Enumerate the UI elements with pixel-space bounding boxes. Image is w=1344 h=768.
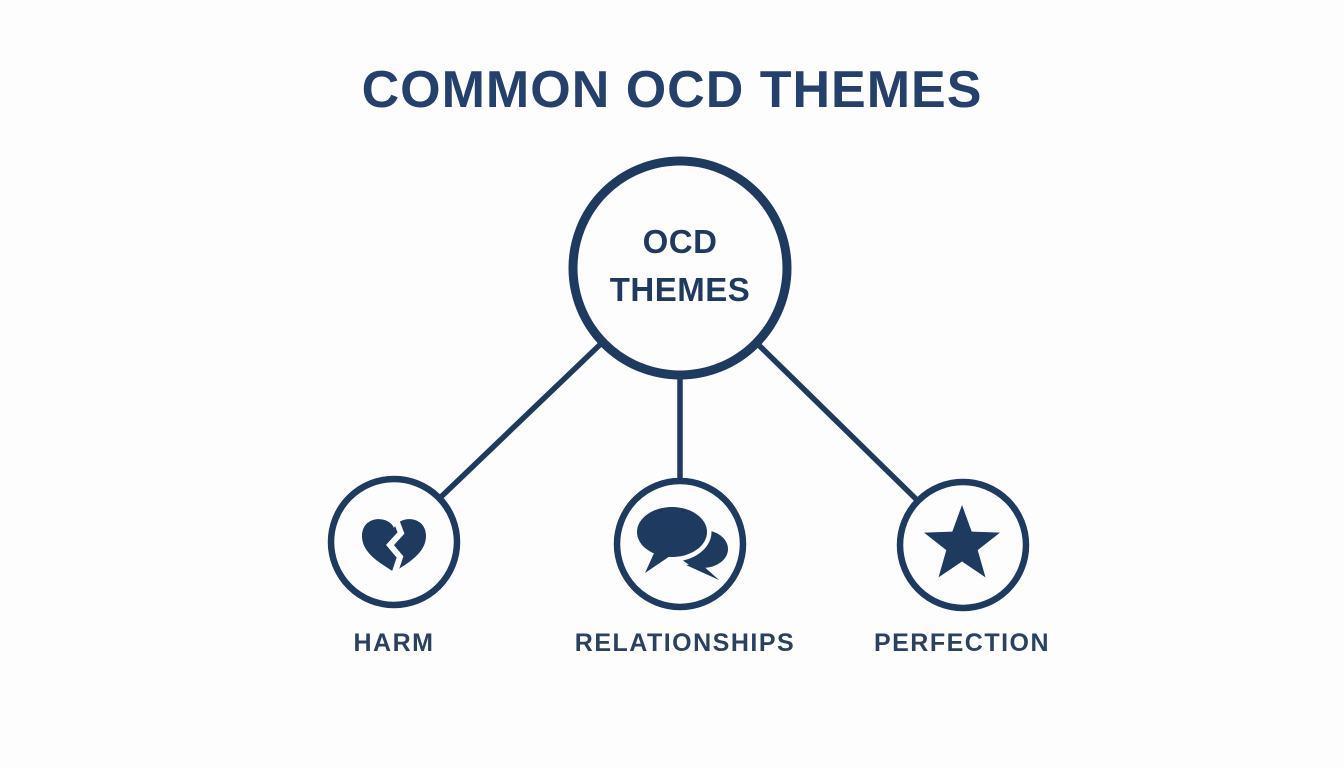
broken-heart-icon (362, 510, 426, 576)
perfection-node-circle (896, 478, 1030, 612)
star-icon (924, 505, 1000, 578)
relationships-label: RELATIONSHIPS (574, 629, 796, 657)
connector-center-to-perfection (756, 342, 919, 502)
page-title: COMMON OCD THEMES (361, 61, 983, 119)
harm-label: HARM (353, 629, 435, 657)
center-node-circle (568, 156, 792, 380)
relationships-node (613, 477, 747, 611)
connector-center-to-harm (438, 342, 603, 500)
center-node-label-line1: OCD (642, 223, 718, 260)
relationships-node-circle (613, 477, 747, 611)
harm-node (327, 475, 461, 609)
perfection-node (896, 478, 1030, 612)
perfection-label: PERFECTION (873, 629, 1051, 657)
harm-node-circle (327, 475, 461, 609)
speech-bubbles-icon (632, 502, 728, 580)
center-node-label: OCD THEMES (570, 218, 790, 314)
center-node-label-line2: THEMES (609, 271, 751, 308)
